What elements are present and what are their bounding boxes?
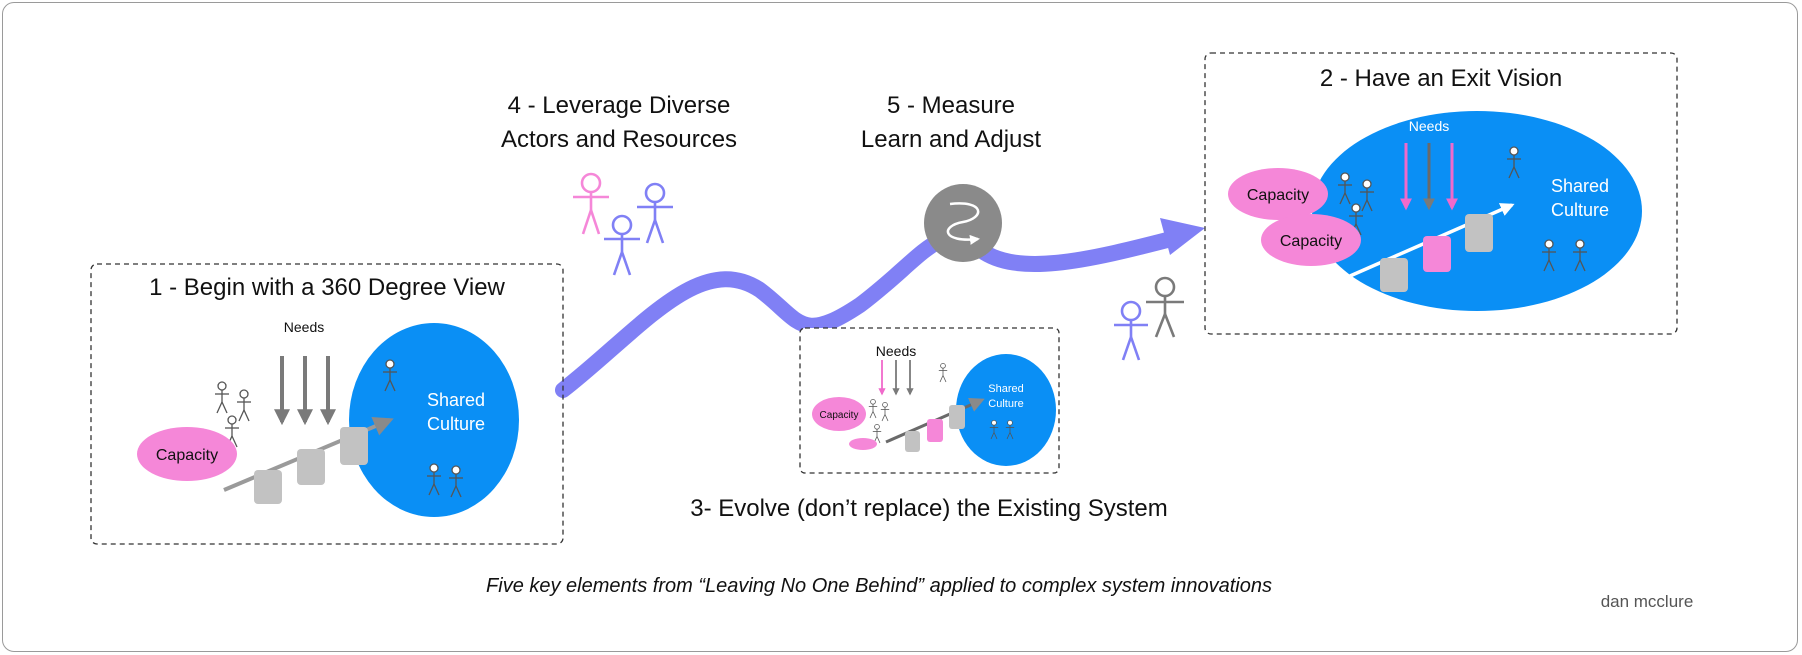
step-block	[254, 470, 282, 504]
shared-culture-label: Culture	[427, 414, 485, 434]
journey-path-arrowhead	[1160, 218, 1205, 255]
capacity-ellipse	[812, 397, 866, 431]
capacity-label: Capacity	[820, 410, 859, 421]
shared-culture-circle	[956, 354, 1056, 466]
step3-title: 3- Evolve (don’t replace) the Existing S…	[690, 495, 1168, 522]
step5-title: Learn and Adjust	[861, 126, 1041, 153]
step3-box: Needs Shared Culture Capacity	[799, 327, 1060, 474]
step2-title: 2 - Have an Exit Vision	[1320, 65, 1562, 92]
person-icon	[236, 389, 252, 422]
caption: Five key elements from “Leaving No One B…	[486, 575, 1272, 597]
step-block	[1423, 236, 1451, 272]
person-icon	[214, 381, 230, 414]
capacity-ellipse	[137, 427, 237, 481]
capacity-label: Capacity	[1280, 233, 1342, 250]
needs-label: Needs	[876, 343, 916, 359]
step2-box: 2 - Have an Exit Vision Needs Shared Cul…	[1204, 52, 1678, 335]
needs-label: Needs	[284, 319, 324, 335]
step-block	[1465, 214, 1493, 252]
measure-adjust-icon	[924, 184, 1002, 262]
capacity-ellipse	[1228, 168, 1328, 220]
diverse-actors-icon	[573, 172, 673, 276]
journey-path	[555, 229, 1183, 398]
step-block	[905, 431, 920, 452]
shared-culture-label: Culture	[1551, 200, 1609, 220]
step-block	[297, 449, 325, 485]
author-credit: dan mcclure	[1601, 592, 1694, 611]
step4-title: 4 - Leverage Diverse	[508, 92, 731, 119]
step-block	[927, 419, 943, 442]
shared-culture-label: Shared	[427, 390, 485, 410]
shared-culture-label: Culture	[988, 398, 1023, 410]
step-block	[1380, 258, 1408, 292]
needs-label: Needs	[1409, 118, 1449, 134]
shared-culture-label: Shared	[988, 383, 1023, 395]
step1-title: 1 - Begin with a 360 Degree View	[149, 274, 505, 301]
step-block	[949, 405, 965, 429]
shared-culture-label: Shared	[1551, 176, 1609, 196]
actors-icon	[1114, 276, 1184, 361]
step1-box: 1 - Begin with a 360 Degree View Needs S…	[90, 263, 564, 545]
step-block	[340, 427, 368, 465]
step4-title: Actors and Resources	[501, 126, 737, 153]
capacity-ellipse	[1261, 214, 1361, 266]
step5-title: 5 - Measure	[887, 92, 1015, 119]
capacity-label: Capacity	[156, 447, 218, 464]
capacity-ellipse-small	[849, 438, 877, 450]
capacity-label: Capacity	[1247, 187, 1309, 204]
